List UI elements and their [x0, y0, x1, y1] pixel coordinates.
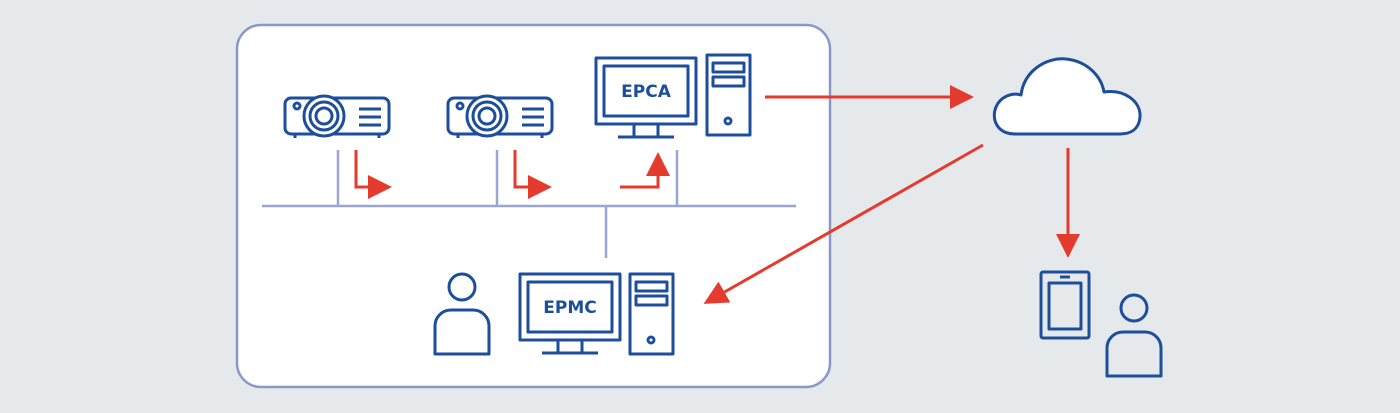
data-flow-arrows-cloud [703, 85, 1080, 304]
data-flow-arrows-local [354, 150, 670, 199]
lower-computer-label: EPMC [543, 298, 596, 318]
monitor-icon [518, 272, 622, 355]
flow-arrow-to-epca [620, 152, 670, 189]
user-icon [433, 272, 491, 356]
upper-computer-label: EPCA [621, 82, 672, 102]
cloud-icon [992, 57, 1142, 136]
projector-icon [283, 94, 391, 138]
user-icon [1105, 293, 1163, 378]
desktop-tower-icon [705, 53, 752, 137]
monitor-icon [594, 56, 698, 139]
network-lines [262, 150, 796, 258]
desktop-tower-icon [628, 272, 675, 356]
flow-arrow-projector-2 [513, 150, 552, 199]
smartphone-icon [1039, 270, 1091, 340]
arrow-cloud-to-epmc [703, 143, 984, 304]
projector-icon [446, 94, 554, 138]
flow-arrow-projector-1 [354, 150, 392, 199]
